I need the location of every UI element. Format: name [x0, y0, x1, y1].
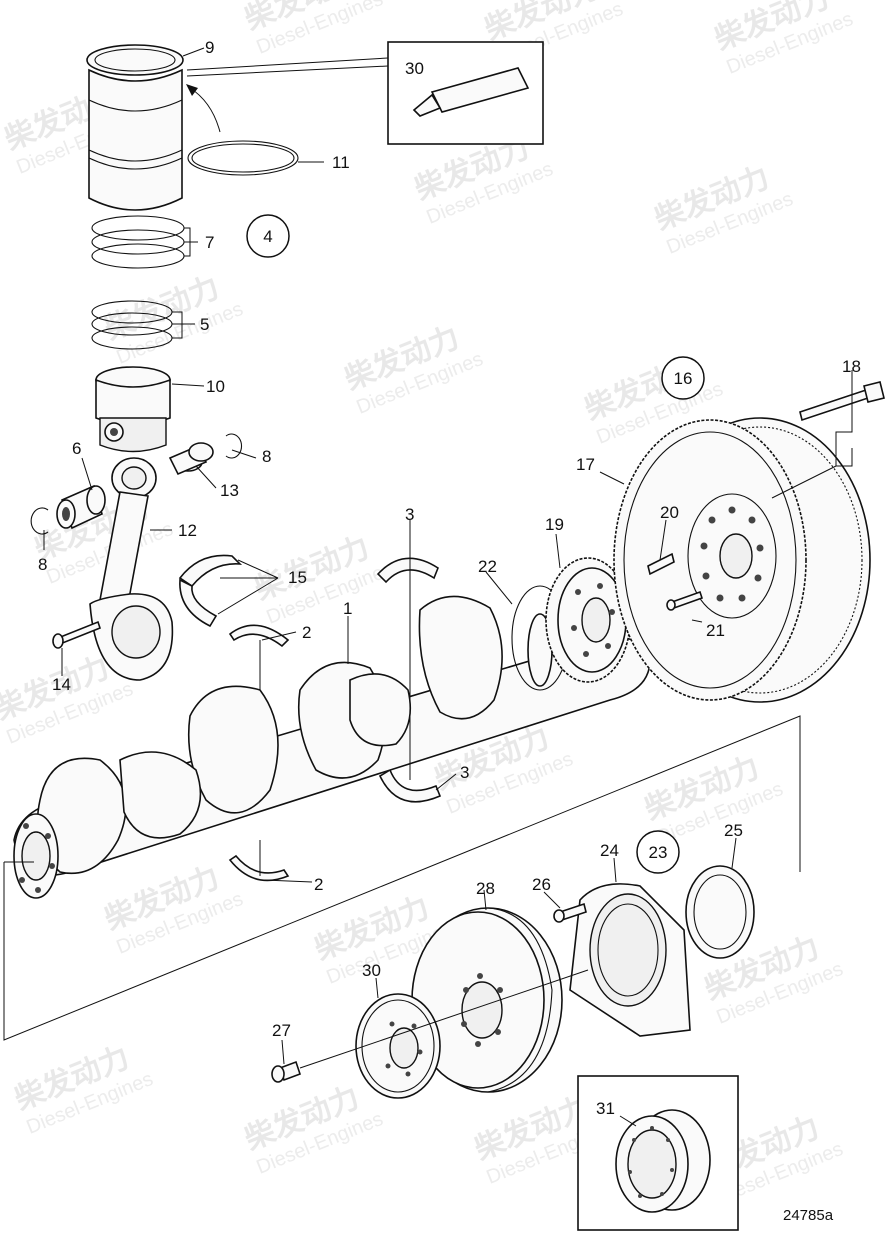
callout-9: 9 — [205, 38, 214, 57]
callout-25: 25 — [724, 821, 743, 840]
arrow-head — [186, 84, 198, 96]
con-rod-bolt[interactable] — [52, 620, 101, 649]
callout-22: 22 — [478, 557, 497, 576]
seal-inner — [693, 874, 747, 950]
sealant-tube[interactable] — [412, 67, 530, 117]
callout-18: 18 — [842, 357, 861, 376]
callout-circle-4 — [246, 214, 290, 258]
circlip-right[interactable] — [225, 433, 243, 459]
o-ring-inner — [191, 143, 295, 173]
callout-3-upper: 3 — [405, 505, 414, 524]
callout-24: 24 — [600, 841, 619, 860]
front-kit-frame — [3, 715, 801, 1041]
callout-21: 21 — [706, 621, 725, 640]
vibration-damper[interactable] — [411, 907, 563, 1093]
o-ring[interactable] — [187, 140, 299, 176]
leader-lines — [43, 47, 853, 1127]
front-cover[interactable] — [569, 883, 691, 1037]
cylinder-liner[interactable] — [86, 44, 184, 211]
connecting-rod[interactable] — [89, 457, 174, 681]
callout-3-lower: 3 — [460, 763, 469, 782]
crankshaft-gear[interactable] — [545, 557, 631, 683]
circlip-left[interactable] — [30, 507, 49, 535]
piston-pin[interactable] — [56, 484, 106, 530]
callout-8-right: 8 — [262, 447, 271, 466]
callout-15: 15 — [288, 568, 307, 587]
callout-30: 30 — [362, 961, 381, 980]
callout-29: 30 — [405, 59, 424, 78]
arrow-line — [189, 87, 221, 133]
callout-27: 27 — [272, 1021, 291, 1040]
leader-16-flywheel — [771, 465, 837, 499]
callout-11: 11 — [332, 153, 350, 172]
callout-7: 7 — [205, 233, 214, 252]
cover-bolt[interactable] — [553, 902, 587, 923]
piston[interactable] — [95, 366, 171, 453]
bracket-16 — [835, 370, 853, 467]
callout-4: 4 — [263, 227, 272, 246]
drawing-reference: 24785a — [783, 1207, 834, 1224]
crankshaft[interactable] — [13, 595, 651, 899]
callout-31: 31 — [596, 1099, 615, 1118]
callout-13: 13 — [220, 481, 239, 500]
callout-8-left: 8 — [38, 555, 47, 574]
callout-12: 12 — [178, 521, 197, 540]
thrust-washer-lower[interactable] — [228, 854, 290, 882]
liner-seal-rings[interactable] — [91, 215, 185, 269]
callout-19: 19 — [545, 515, 564, 534]
callout-20: 20 — [660, 503, 679, 522]
assembly-axis — [299, 969, 589, 1069]
callout-2-lower: 2 — [314, 875, 323, 894]
guide-pin[interactable] — [647, 552, 675, 576]
damper-bolt[interactable] — [271, 1060, 302, 1083]
callout-5: 5 — [200, 315, 209, 334]
callout-14: 14 — [52, 675, 71, 694]
flywheel-bolt[interactable] — [799, 381, 885, 422]
leader-29b — [186, 65, 389, 77]
main-bearing-lower[interactable] — [378, 768, 442, 803]
callout-1: 1 — [343, 599, 352, 618]
leader-29a — [186, 57, 389, 71]
callout-labels: 9 30 11 7 4 5 10 8 13 6 8 12 15 14 2 2 3… — [38, 38, 861, 1224]
callout-26: 26 — [532, 875, 551, 894]
bushing[interactable] — [168, 442, 214, 476]
callout-circle-16 — [661, 356, 705, 400]
flywheel[interactable] — [613, 417, 871, 703]
callout-6: 6 — [72, 439, 81, 458]
main-bearing-upper[interactable] — [376, 557, 439, 584]
seal[interactable] — [685, 865, 755, 959]
callout-23: 23 — [649, 843, 668, 862]
callout-16: 16 — [674, 369, 693, 388]
thrust-washer-upper[interactable] — [228, 624, 290, 648]
callout-2-upper: 2 — [302, 623, 311, 642]
callout-17: 17 — [576, 455, 595, 474]
callout-10: 10 — [206, 377, 225, 396]
big-end-bearing[interactable] — [178, 554, 243, 628]
callout-28: 28 — [476, 879, 495, 898]
gear-bolt[interactable] — [666, 590, 704, 611]
callout-circle-23 — [636, 830, 680, 874]
wear-sleeve[interactable] — [615, 1109, 711, 1213]
pulley[interactable] — [355, 993, 441, 1099]
